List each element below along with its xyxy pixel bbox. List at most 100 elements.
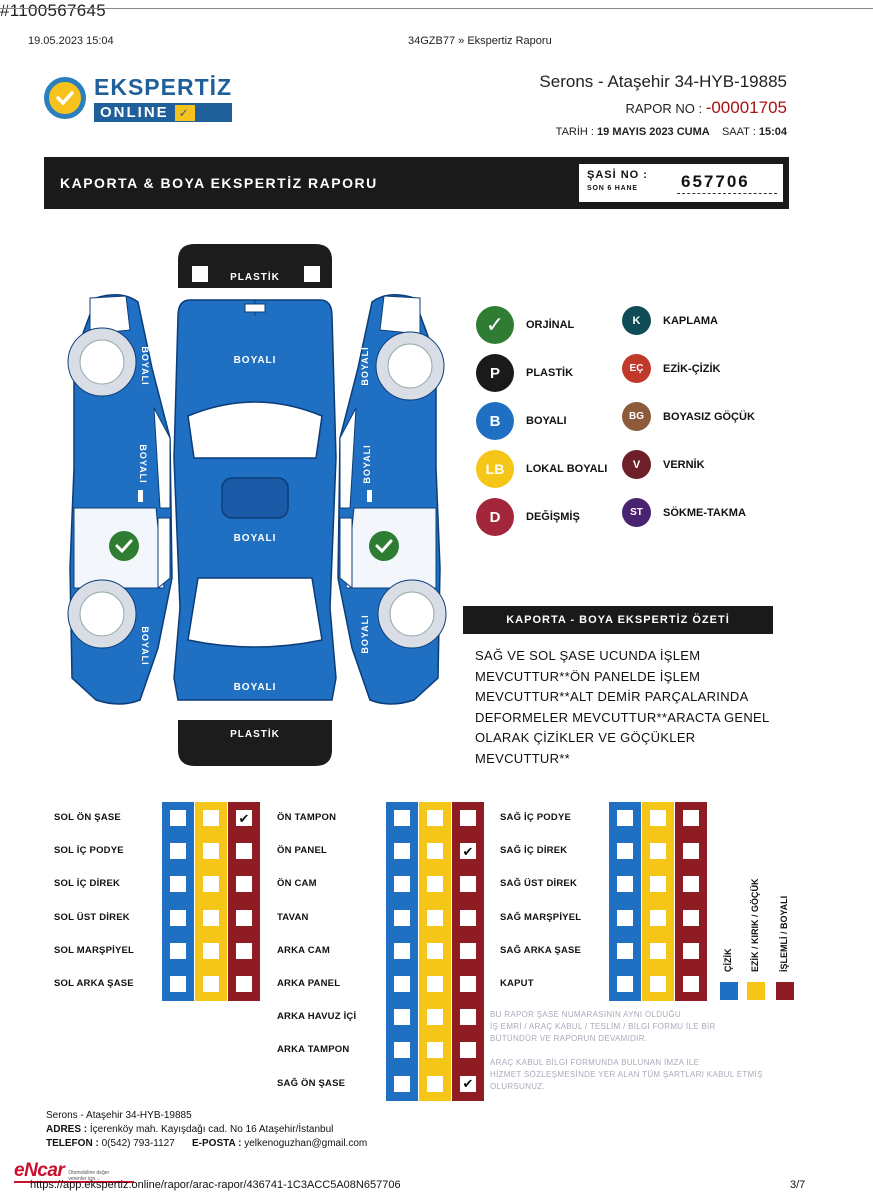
checklist-cell	[162, 835, 194, 867]
checklist-column	[195, 802, 227, 1002]
checkbox-checked-icon: ✔	[236, 810, 252, 826]
left-rear-fender-label: BOYALI	[140, 626, 150, 665]
footer-phone: TELEFON : 0(542) 793-1127	[46, 1138, 175, 1149]
checklist-column	[675, 802, 707, 1002]
legend-code-icon: EÇ	[622, 354, 651, 383]
logo-online-text: ONLINE	[100, 104, 169, 121]
legend-label: BOYALI	[526, 415, 567, 427]
footer-address-value: İçerenköy mah. Kayışdağı cad. No 16 Ataş…	[89, 1124, 334, 1135]
checkbox-empty	[170, 909, 186, 926]
checklist-cell	[162, 868, 194, 900]
legend-code-icon: LB	[476, 450, 514, 488]
checkbox-empty	[394, 843, 410, 860]
report-banner: KAPORTA & BOYA EKSPERTİZ RAPORU ŞASİ NO …	[44, 157, 789, 209]
logo-word-online: ONLINE ✓	[94, 103, 233, 122]
page-number: 3/7	[790, 1179, 806, 1191]
checklist-cell	[162, 802, 194, 834]
checklist-cell	[642, 902, 674, 934]
checklist-cell: ✔	[452, 835, 484, 867]
checklist-cell	[642, 935, 674, 967]
checklist-cell	[419, 1034, 451, 1066]
checklist-row-label: KAPUT	[500, 978, 534, 989]
checkbox-empty	[427, 810, 443, 826]
checklist-cell	[642, 802, 674, 834]
right-side-view: BOYALI BOYALI BOYALI	[337, 294, 447, 705]
left-side-view: BOYALI BOYALI BOYALI	[67, 294, 173, 705]
summary-line: MEVCUTTUR**ÖN PANELDE İŞLEM	[475, 668, 701, 684]
legend-label: KAPLAMA	[663, 314, 718, 327]
checkbox-empty	[427, 976, 443, 992]
checkbox-checked-icon: ✔	[460, 1075, 476, 1092]
legend-code-icon: BG	[622, 402, 651, 431]
checklist-row-label: ARKA HAVUZ İÇİ	[277, 1011, 357, 1023]
date-value: 19 MAYIS 2023 CUMA	[597, 126, 710, 138]
footer-email-label: E-POSTA :	[192, 1138, 242, 1149]
checklist-cell	[452, 1001, 484, 1033]
checklist-cell	[419, 802, 451, 834]
checkbox-empty	[683, 843, 699, 860]
checklist-cell	[419, 835, 451, 867]
summary-line: SAĞ VE SOL ŞASE UCUNDA İŞLEM	[475, 648, 701, 663]
checklist-column	[609, 802, 641, 1002]
checkbox-empty	[460, 976, 476, 992]
logo-check-icon	[44, 77, 86, 119]
checklist-cell	[609, 835, 641, 867]
checklist-cell	[195, 902, 227, 934]
checklist-cell	[195, 935, 227, 967]
checklist-cell	[386, 1001, 418, 1033]
checkbox-empty	[460, 909, 476, 926]
checkbox-empty	[236, 976, 252, 992]
rear-bumper-label: PLASTİK	[230, 727, 280, 740]
color-key-label: ÇİZİK	[723, 948, 733, 973]
checkbox-empty	[427, 909, 443, 926]
checklist-row-label: SAĞ İÇ PODYE	[500, 812, 572, 823]
print-datetime: 19.05.2023 15:04	[28, 35, 114, 47]
checklist-row-label: ARKA CAM	[277, 944, 330, 956]
checkbox-empty	[427, 942, 443, 959]
left-front-fender-label: BOYALI	[140, 346, 150, 385]
checklist-cell	[228, 902, 260, 934]
checklist-row-label: TAVAN	[277, 911, 309, 923]
checkbox-empty	[394, 876, 410, 893]
legend-label: PLASTİK	[526, 367, 574, 379]
checkbox-empty	[203, 876, 219, 893]
footer-url[interactable]: https://app.ekspertiz.online/rapor/arac-…	[30, 1179, 401, 1191]
checkbox-empty	[650, 876, 666, 893]
checklist-row-label: SOL MARŞPİYEL	[54, 944, 135, 956]
checklist-cell	[162, 968, 194, 1000]
footer-phone-label: TELEFON :	[46, 1138, 99, 1149]
checkbox-empty	[203, 843, 219, 860]
checklist-row-label: ÖN CAM	[277, 878, 317, 890]
checkbox-empty	[650, 843, 666, 860]
report-date: TARİH : 19 MAYIS 2023 CUMA SAAT : 15:04	[556, 126, 787, 138]
logo-word-ekspertiz: EKSPERTİZ	[94, 74, 233, 100]
color-key-label: EZİK / KIRIK / GÖÇÜK	[750, 878, 760, 972]
note-line: ARAÇ KABUL BİLGİ FORMUNDA BULUNAN İMZA İ…	[490, 1058, 700, 1067]
checkbox-empty	[683, 976, 699, 992]
checklist-cell	[419, 1068, 451, 1100]
legend-code-icon: D	[476, 498, 514, 536]
footer-company: Serons - Ataşehir 34-HYB-19885	[46, 1110, 192, 1121]
checklist-cell	[228, 835, 260, 867]
checkbox-empty	[394, 1075, 410, 1092]
checklist-cell	[609, 868, 641, 900]
checklist-cell	[419, 1001, 451, 1033]
checkbox-empty	[683, 942, 699, 959]
checkbox-empty	[203, 976, 219, 992]
checkbox-empty	[617, 942, 633, 959]
time-label: SAAT :	[721, 126, 756, 138]
legend-label: SÖKME-TAKMA	[663, 506, 746, 519]
legend-code-icon: ✓	[476, 306, 514, 344]
checklist-row-label: ARKA PANEL	[277, 978, 341, 989]
checklist-row-label: ÖN TAMPON	[277, 812, 337, 823]
checkbox-checked-icon: ✔	[460, 843, 476, 860]
checklist-cell	[419, 902, 451, 934]
checklist-row-label: SOL İÇ DİREK	[54, 878, 121, 890]
checklist-row-label: SAĞ ÜST DİREK	[500, 878, 578, 890]
footer-email: E-POSTA : yelkenoguzhan@gmail.com	[192, 1138, 367, 1149]
